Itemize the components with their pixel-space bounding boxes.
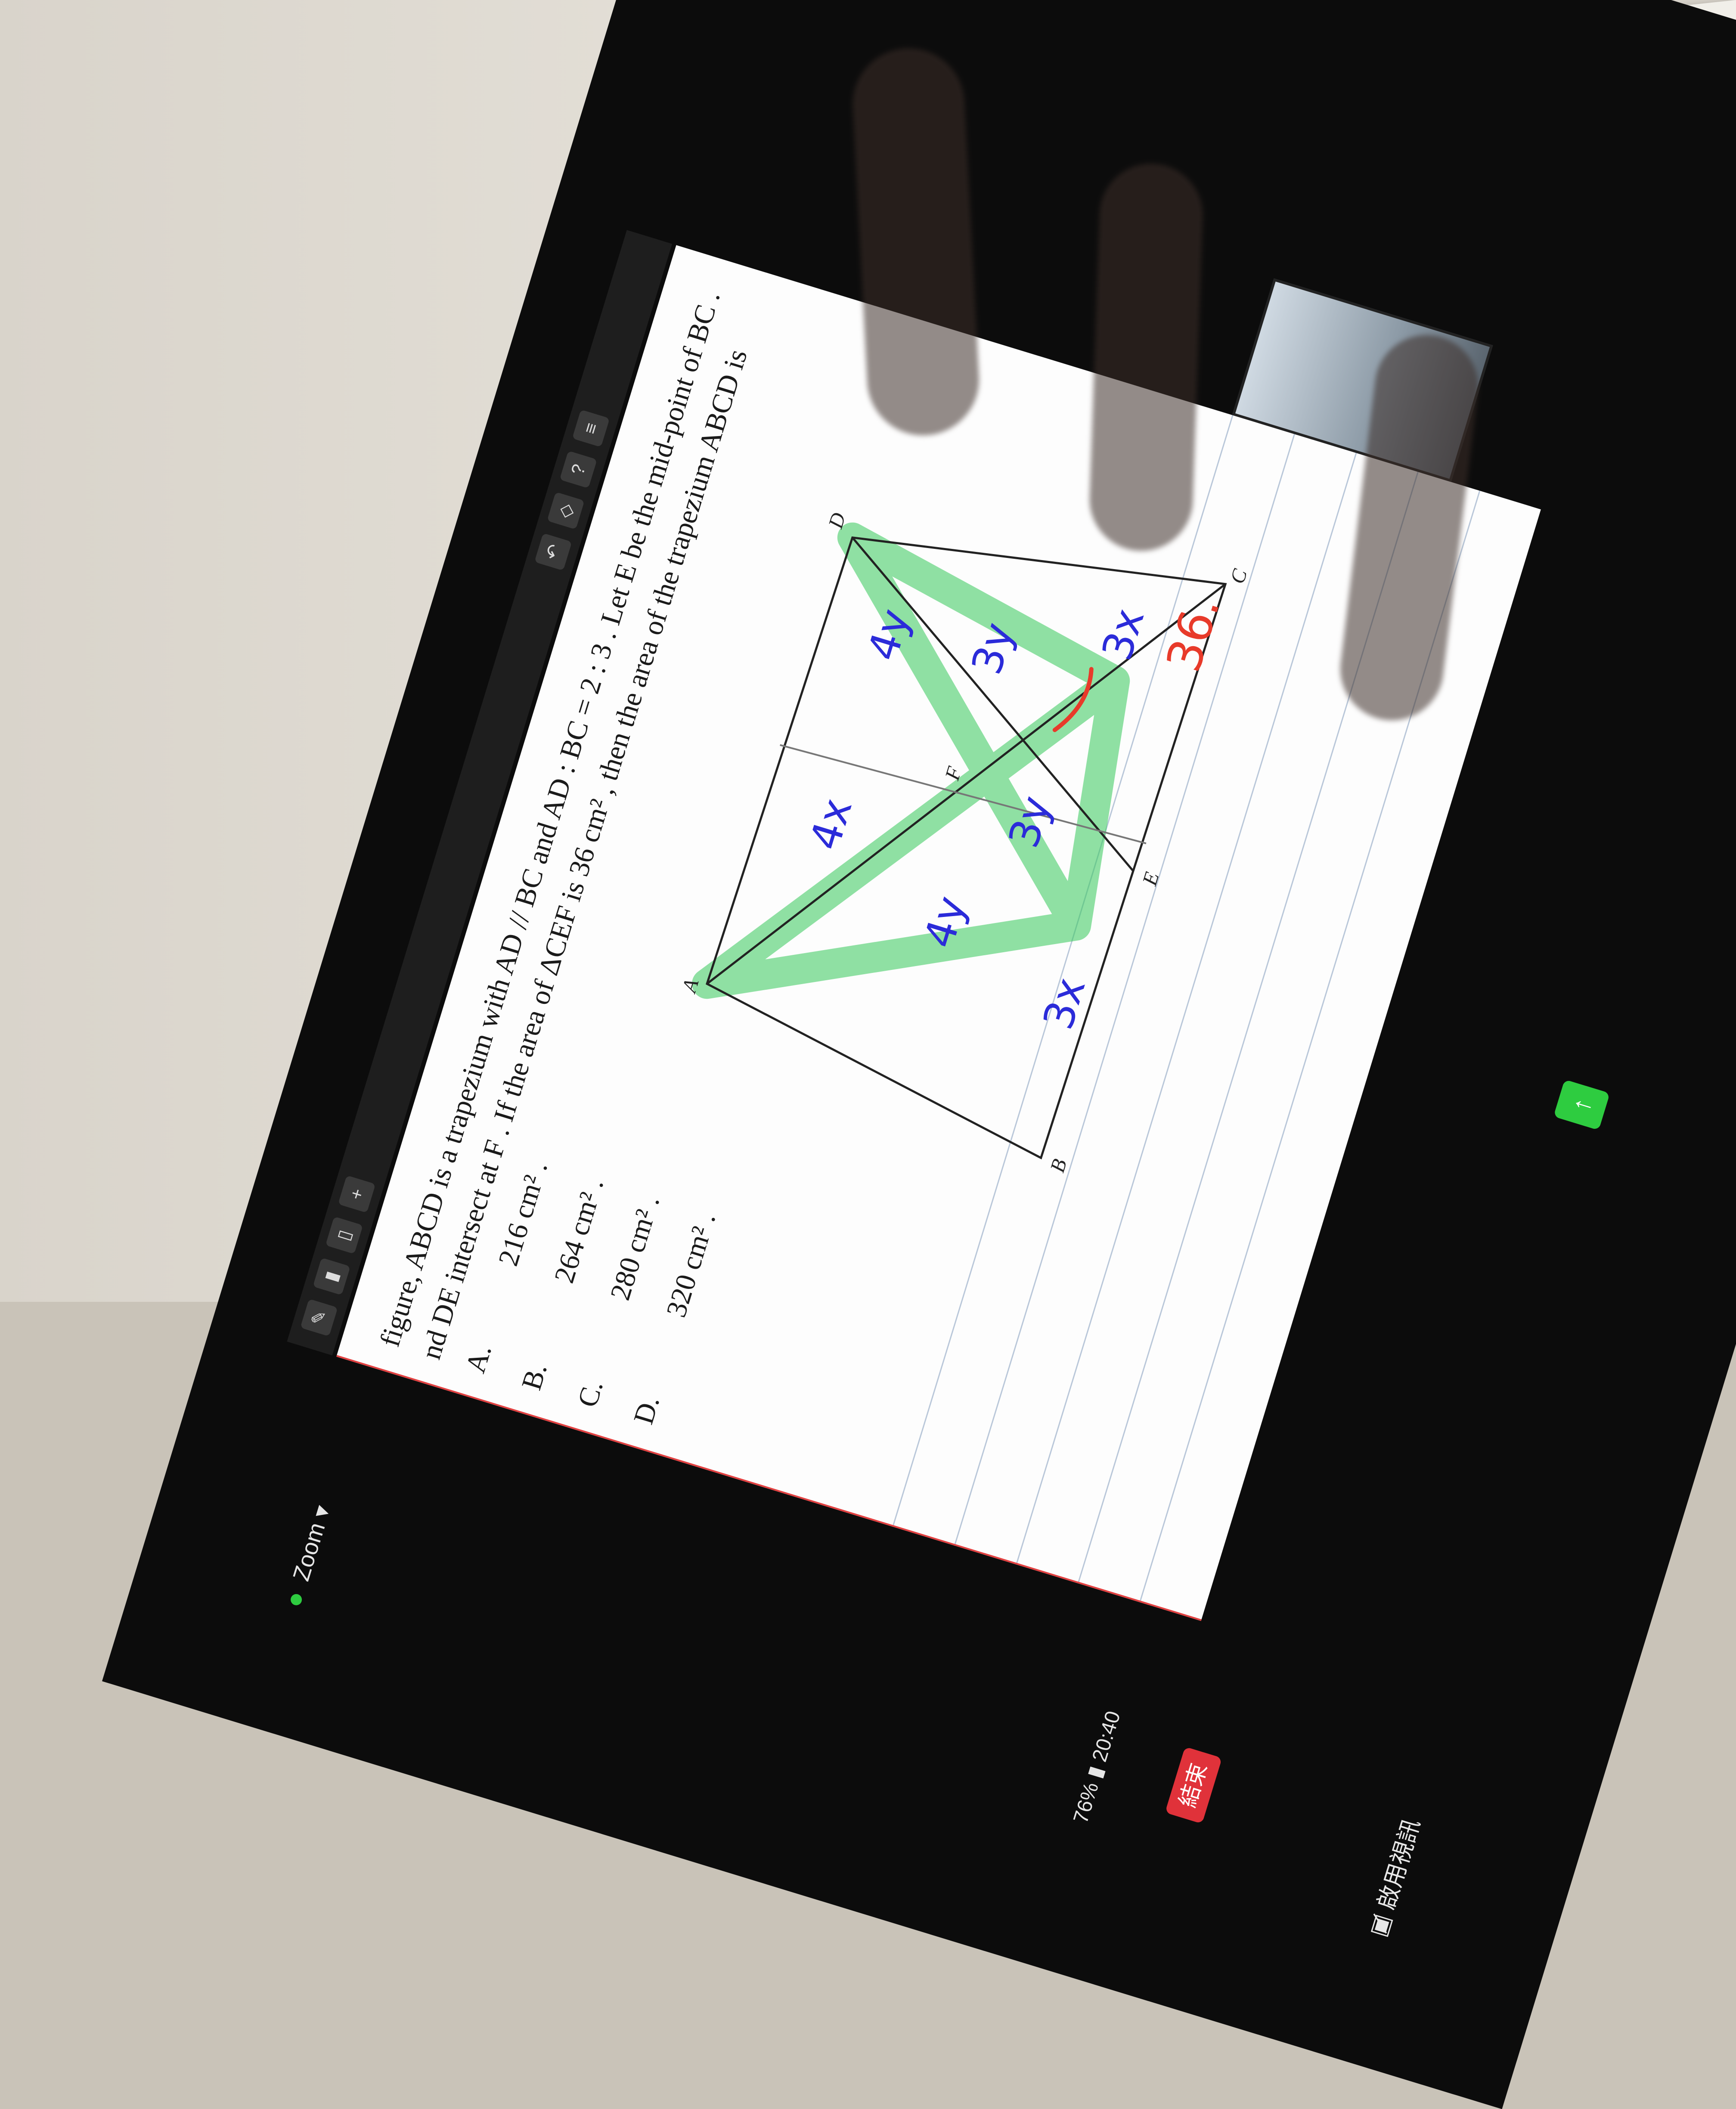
height-line xyxy=(780,744,1147,845)
secure-dot-icon xyxy=(289,1592,304,1607)
undo-icon[interactable]: ↶ xyxy=(534,533,572,571)
end-meeting-button[interactable]: 結束 xyxy=(1165,1747,1222,1824)
vertex-b: B xyxy=(1046,1156,1071,1175)
handwritten-3x-2: 3x xyxy=(1034,972,1095,1034)
menu-icon[interactable]: ≡ xyxy=(572,409,610,447)
zoom-title[interactable]: Zoom ▾ xyxy=(280,1502,336,1608)
pen-icon[interactable]: ✎ xyxy=(300,1298,338,1337)
zoom-screen: Zoom ▾ 76% ▮ 20:40 結束 ✎ ▮ ▯ + ↶ ◇ ? ≡ xyxy=(102,0,1736,2109)
finger-overlay xyxy=(849,45,982,438)
time-label: 20:40 xyxy=(1088,1708,1125,1765)
share-arrow-button[interactable]: ↑ xyxy=(1553,1079,1610,1130)
add-icon[interactable]: + xyxy=(338,1175,376,1213)
trapezium-outline xyxy=(706,536,1227,1160)
vertex-f: F xyxy=(941,764,967,783)
shared-whiteboard: ✎ ▮ ▯ + ↶ ◇ ? ≡ figure, ABCD is a trapez… xyxy=(287,230,1541,1621)
handwritten-36: 36. xyxy=(1156,590,1231,678)
video-toggle-label: 啟用視訊 xyxy=(1373,1816,1425,1913)
handwritten-4x: 4x xyxy=(800,793,862,855)
tablet-device: Zoom ▾ 76% ▮ 20:40 結束 ✎ ▮ ▯ + ↶ ◇ ? ≡ xyxy=(102,0,1736,2109)
diagonal-ac xyxy=(706,583,1226,985)
finger-overlay xyxy=(1088,161,1205,553)
battery-label: 76% xyxy=(1069,1780,1104,1826)
segment-de xyxy=(851,537,1134,872)
marker-icon[interactable]: ▮ xyxy=(313,1257,350,1295)
vertex-c: C xyxy=(1226,566,1252,586)
trapezium-figure: A B C D E F 4x 4y 4y 3y 3y 3x 3x 36. xyxy=(677,510,1252,1175)
vertex-d: D xyxy=(824,510,850,532)
answer-options: A.216 cm² . B.264 cm² . C.280 cm² . D.32… xyxy=(459,1158,747,1436)
vertex-e: E xyxy=(1138,870,1164,889)
status-bar: 76% ▮ 20:40 xyxy=(1068,1708,1125,1826)
highlighter-icon[interactable]: ▯ xyxy=(325,1216,363,1254)
help-icon[interactable]: ? xyxy=(559,450,597,489)
green-highlight xyxy=(692,522,1130,999)
video-toggle[interactable]: ▣̸ 啟用視訊 xyxy=(1358,1814,1426,1940)
handwritten-3x: 3x xyxy=(1093,603,1154,666)
zoom-app-name: Zoom xyxy=(288,1519,330,1584)
margin-line xyxy=(336,1355,1202,1621)
red-bracket-mark xyxy=(1052,667,1094,732)
shapes-icon[interactable]: ◇ xyxy=(547,492,585,530)
chevron-down-icon: ▾ xyxy=(307,1502,336,1521)
